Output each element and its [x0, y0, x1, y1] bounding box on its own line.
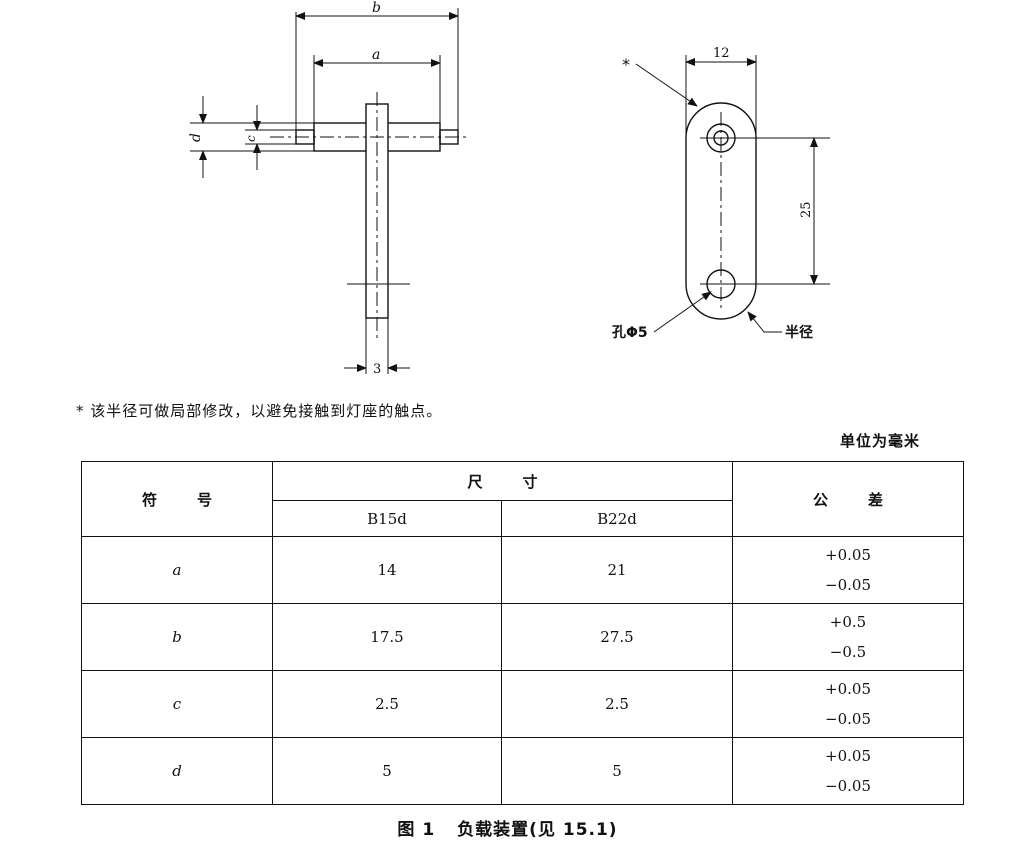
table-row: a 14 21 +0.05 −0.05	[81, 536, 965, 604]
header-b15d: B15d	[272, 500, 502, 537]
leader-asterisk	[635, 63, 698, 107]
cell-b22d: 5	[500, 737, 734, 805]
side-view	[190, 8, 470, 374]
footnote: * 该半径可做局部修改，以避免接触到灯座的触点。	[76, 402, 443, 420]
label-width: 12	[713, 46, 730, 61]
label-thickness: 3	[373, 362, 381, 377]
tol-plus: +0.5	[829, 613, 867, 631]
header-symbol: 符号	[81, 461, 273, 537]
cell-symbol: d	[81, 737, 273, 805]
leader-radius	[747, 311, 782, 333]
table-row: c 2.5 2.5 +0.05 −0.05	[81, 670, 965, 738]
label-radius: 半径	[785, 324, 813, 341]
caption-text: 负载装置(见 15.1)	[457, 820, 618, 840]
cell-tolerance: +0.5 −0.5	[732, 603, 965, 671]
cell-symbol: b	[81, 603, 273, 671]
unit-label: 单位为毫米	[840, 432, 921, 450]
dimension-table: 符号 尺寸 公差 B15d B22d a 14 21 +0.05 −0.05 b …	[81, 461, 965, 805]
leader-hole	[653, 291, 712, 333]
cell-tolerance: +0.05 −0.05	[732, 536, 965, 604]
cell-tolerance: +0.05 −0.05	[732, 670, 965, 738]
cell-b15d: 5	[272, 737, 502, 805]
tol-minus: −0.05	[825, 777, 871, 795]
tol-minus: −0.5	[829, 643, 867, 661]
table-row: b 17.5 27.5 +0.5 −0.5	[81, 603, 965, 671]
label-d: d	[188, 133, 204, 142]
cell-tolerance: +0.05 −0.05	[732, 737, 965, 805]
table-row: d 5 5 +0.05 −0.05	[81, 737, 965, 805]
label-b: b	[372, 0, 381, 16]
tol-minus: −0.05	[825, 710, 871, 728]
header-size: 尺寸	[271, 461, 734, 501]
label-a: a	[372, 47, 380, 63]
label-hole: 孔Φ5	[612, 325, 648, 341]
technical-drawing: b a d c 3 12 25 * 孔Φ5 半径	[188, 0, 830, 377]
label-asterisk: *	[622, 55, 630, 74]
label-c: c	[244, 135, 258, 142]
header-tolerance: 公差	[732, 461, 965, 537]
tol-plus: +0.05	[825, 546, 871, 564]
cell-b22d: 2.5	[500, 670, 734, 738]
header-b22d: B22d	[500, 500, 734, 537]
cell-b15d: 14	[272, 536, 502, 604]
caption-number: 图 1	[397, 820, 436, 840]
cell-b22d: 27.5	[500, 603, 734, 671]
cell-b22d: 21	[500, 536, 734, 604]
front-view	[635, 55, 830, 333]
tol-plus: +0.05	[825, 747, 871, 765]
cell-b15d: 17.5	[272, 603, 502, 671]
cell-b15d: 2.5	[272, 670, 502, 738]
cell-symbol: c	[81, 670, 273, 738]
figure-caption: 图 1 负载装置(见 15.1)	[0, 815, 1015, 840]
label-distance: 25	[799, 201, 814, 218]
cell-symbol: a	[81, 536, 273, 604]
tol-minus: −0.05	[825, 576, 871, 594]
tol-plus: +0.05	[825, 680, 871, 698]
plate-outline	[685, 102, 757, 320]
